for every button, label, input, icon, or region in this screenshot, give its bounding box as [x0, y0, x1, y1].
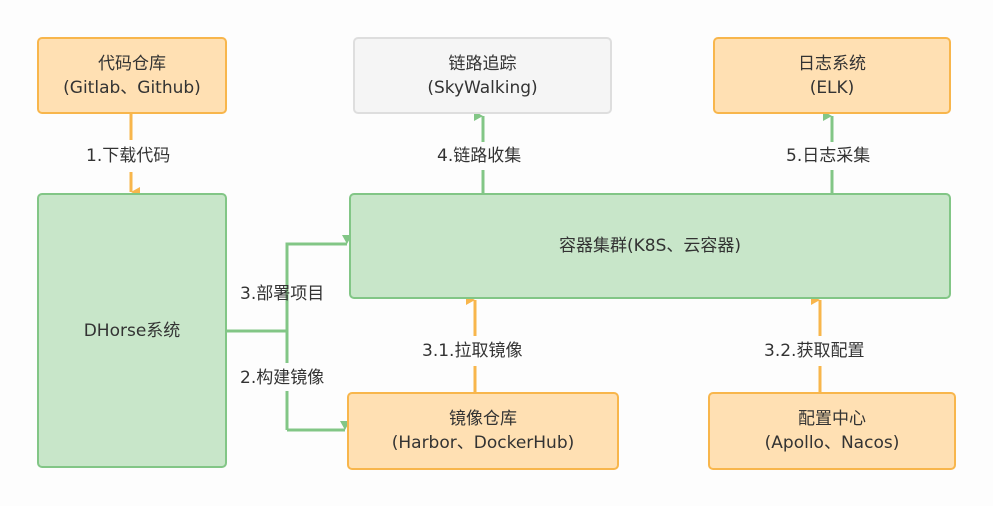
edge-label-deploy: 3.部署项目: [240, 284, 325, 304]
config-center-subtitle: (Apollo、Nacos): [764, 433, 900, 453]
cluster-title: 容器集群(K8S、云容器): [558, 236, 742, 256]
edge-label-collect-log: 5.日志采集: [786, 146, 871, 166]
image-repo-title: 镜像仓库: [449, 409, 517, 429]
dhorse-title: DHorse系统: [83, 320, 181, 341]
tracing-node: 链路追踪 (SkyWalking): [353, 37, 612, 114]
edge-label-build: 2.构建镜像: [240, 368, 325, 388]
log-system-title: 日志系统: [798, 53, 866, 74]
edge-dhorse-trunk: [227, 267, 289, 430]
edge-label-get-config: 3.2.获取配置: [764, 341, 865, 361]
edge-label-pull-image: 3.1.拉取镜像: [422, 341, 523, 361]
tracing-title: 链路追踪: [448, 53, 517, 74]
code-repo-node: 代码仓库 (Gitlab、Github): [37, 37, 227, 114]
code-repo-subtitle: (Gitlab、Github): [63, 77, 201, 98]
edge-label-collect-trace: 4.链路收集: [437, 146, 522, 166]
log-system-node: 日志系统 (ELK): [713, 37, 951, 114]
edge-label-download: 1.下载代码: [86, 146, 171, 166]
config-center-node: 配置中心 (Apollo、Nacos): [708, 392, 956, 470]
code-repo-title: 代码仓库: [98, 53, 166, 74]
tracing-subtitle: (SkyWalking): [427, 77, 538, 98]
log-system-subtitle: (ELK): [809, 77, 855, 98]
image-repo-subtitle: (Harbor、DockerHub): [391, 433, 575, 453]
edge-deploy-project: [285, 235, 352, 267]
image-repo-node: 镜像仓库 (Harbor、DockerHub): [347, 392, 619, 470]
dhorse-node: DHorse系统: [37, 193, 227, 468]
config-center-title: 配置中心: [798, 409, 866, 429]
cluster-node: 容器集群(K8S、云容器): [349, 193, 951, 299]
